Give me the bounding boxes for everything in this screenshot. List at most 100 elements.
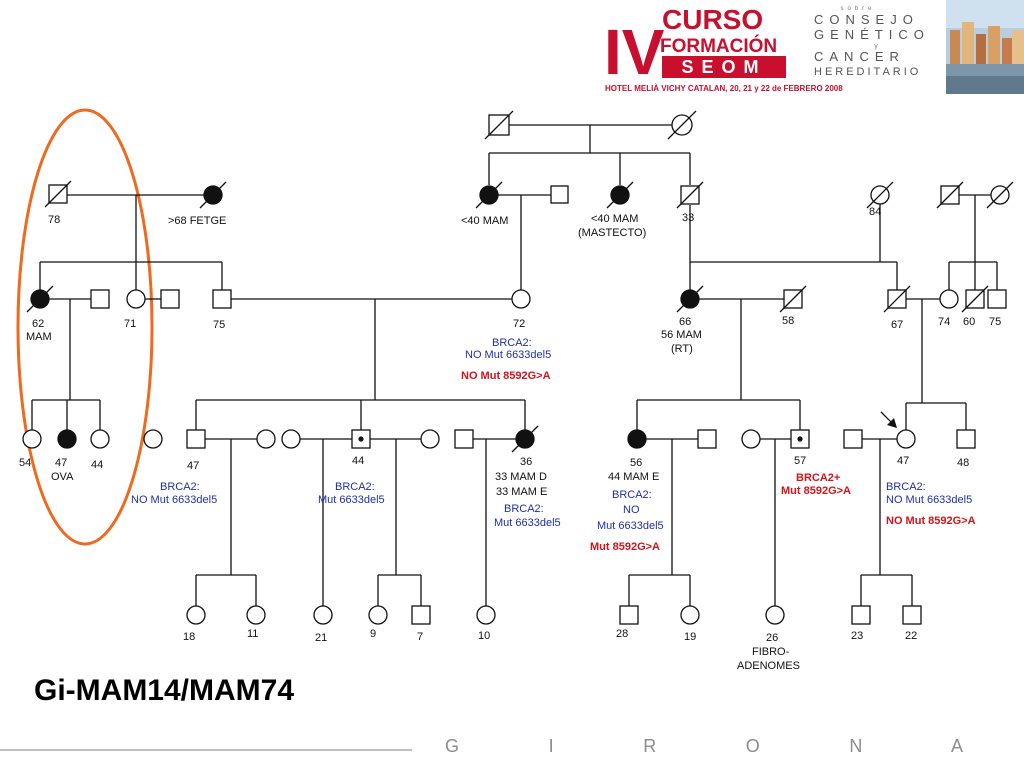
label-72: 72 (513, 318, 525, 330)
logo-hotel: HOTEL MELIÀ VICHY CATALAN, 20, 21 y 22 d… (605, 84, 843, 93)
label-56-mut: Mut 6633del5 (597, 520, 664, 532)
logo-consejo: CONSEJO (814, 12, 919, 27)
label-19: 19 (684, 631, 696, 643)
label-74: 74 (938, 316, 950, 328)
label-71: 71 (124, 318, 136, 330)
label-22: 22 (905, 630, 917, 642)
pedigree-labels: 78 >68 FETGE <40 MAM <40 MAM (MASTECTO) … (19, 206, 1001, 672)
label-18: 18 (183, 631, 195, 643)
label-36-mut: Mut 6633del5 (494, 517, 561, 529)
label-36: 36 (520, 456, 532, 468)
female (256, 429, 276, 449)
label-47c: 47 (897, 455, 909, 467)
male-75 (212, 289, 232, 309)
female-74 (939, 289, 959, 309)
male (550, 185, 569, 204)
male (90, 289, 110, 309)
label-28: 28 (616, 628, 628, 640)
label-72-no8592: NO Mut 8592G>A (461, 370, 551, 382)
label-56-8592: Mut 8592G>A (590, 541, 660, 553)
label-10: 10 (478, 630, 490, 642)
logo-formacion: FORMACIÓN (660, 35, 777, 57)
label-58: 58 (782, 315, 794, 327)
girona-photo (946, 0, 1024, 94)
label-36-brca: BRCA2: (504, 503, 544, 515)
label-75: 75 (213, 319, 225, 331)
label-fibro: FIBRO- (752, 646, 790, 658)
logo-genetico: GENÉTICO (814, 27, 930, 42)
label-48: 48 (957, 457, 969, 469)
course-logo: IV CURSO FORMACIÓN SEOM HOTEL MELIÀ VICH… (604, 4, 843, 93)
logo-y: y (874, 43, 878, 50)
label-57: 57 (794, 455, 806, 467)
label-47b: 47 (187, 460, 199, 472)
male-22 (902, 605, 922, 625)
label-47c-no8592: NO Mut 8592G>A (886, 515, 976, 527)
logo-sobre: sobre (840, 6, 875, 12)
logo-hereditario: HEREDITARIO (814, 66, 921, 78)
female-26 (765, 605, 785, 625)
label-56b: 44 MAM E (608, 471, 659, 483)
label-mastecto: (MASTECTO) (578, 227, 646, 239)
label-47b-no: NO Mut 6633del5 (131, 494, 217, 506)
label-57-mut: Mut 8592G>A (781, 485, 851, 497)
label-72-brca: BRCA2: (492, 337, 532, 349)
label-adenomes: ADENOMES (737, 660, 800, 672)
label-75b: 75 (989, 316, 1001, 328)
highlight-ellipse (16, 108, 154, 546)
label-56-brca: BRCA2: (612, 489, 652, 501)
logo-seom: SEOM (681, 57, 766, 77)
label-40mam: <40 MAM (461, 215, 508, 227)
female (281, 429, 301, 449)
label-40mam2: <40 MAM (591, 213, 638, 225)
female-affected-56 (627, 429, 647, 449)
label-11: 11 (247, 628, 258, 640)
female (420, 429, 440, 449)
label-44b-brca: BRCA2: (335, 481, 375, 493)
label-67: 67 (891, 319, 903, 331)
label-36c: 33 MAM E (496, 486, 547, 498)
label-54: 54 (19, 457, 31, 469)
label-66c: (RT) (671, 343, 693, 355)
male (697, 429, 717, 449)
female-44 (90, 429, 110, 449)
proband-arrow-icon (887, 418, 897, 428)
logo-seom-box (662, 56, 786, 78)
female-affected-47 (57, 429, 77, 449)
label-47b-brca: BRCA2: (160, 481, 200, 493)
female (143, 429, 163, 449)
label-7: 7 (417, 631, 423, 643)
label-66b: 56 MAM (661, 329, 702, 341)
logo-roman: IV (604, 16, 665, 88)
label-60: 60 (963, 316, 975, 328)
label-78: 78 (48, 214, 60, 226)
label-44: 44 (91, 459, 103, 471)
footer-city: G I R O N A (445, 736, 965, 756)
label-fetge: >68 FETGE (168, 215, 226, 227)
pedigree-lines (31, 124, 998, 606)
label-23: 23 (851, 630, 863, 642)
male-7 (411, 605, 431, 625)
label-ova: OVA (51, 471, 74, 483)
consejo-logo: sobre CONSEJO GENÉTICO y CANCER HEREDITA… (814, 6, 930, 78)
pedigree-symbols (22, 110, 1014, 625)
female-19 (680, 605, 700, 625)
label-26: 26 (766, 632, 778, 644)
logo-cancer: CANCER (814, 49, 905, 64)
male (843, 429, 863, 449)
logo-curso: CURSO (662, 4, 763, 35)
male-47 (186, 429, 206, 449)
label-47c-no: NO Mut 6633del5 (886, 494, 972, 506)
label-9: 9 (370, 628, 376, 640)
label-mam: MAM (26, 331, 52, 343)
label-36b: 33 MAM D (495, 471, 547, 483)
label-66: 66 (679, 316, 691, 328)
label-33: 33 (682, 212, 694, 224)
female-71 (126, 289, 146, 309)
label-56: 56 (630, 457, 642, 469)
page-title: Gi-MAM14/MAM74 (34, 674, 294, 707)
label-44b: 44 (352, 455, 364, 467)
male (454, 429, 474, 449)
label-21: 21 (315, 632, 327, 644)
